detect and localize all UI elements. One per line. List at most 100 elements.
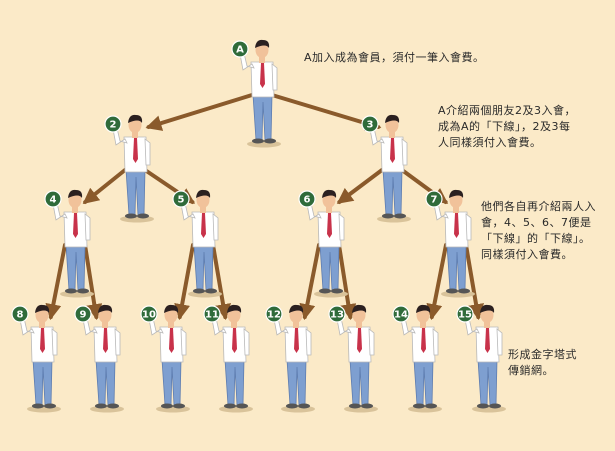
hair: [128, 114, 143, 123]
neck: [356, 322, 362, 328]
shoe: [95, 403, 107, 409]
pants: [413, 359, 434, 406]
arm: [305, 328, 312, 356]
node-badge: [392, 305, 410, 323]
shoe: [298, 403, 310, 409]
arm: [465, 213, 472, 241]
shadow: [156, 405, 190, 413]
arrow-A-to-2: [145, 93, 254, 131]
shoe: [413, 403, 425, 409]
shoe: [361, 403, 373, 409]
neck: [420, 322, 426, 328]
shoe: [44, 403, 56, 409]
hair: [289, 304, 304, 313]
node-label: 3: [367, 120, 374, 131]
person-7: 7: [425, 189, 475, 298]
arm: [180, 328, 187, 356]
shoe: [477, 403, 489, 409]
tie: [390, 138, 395, 163]
shadow: [408, 405, 442, 413]
person-5: 5: [172, 189, 222, 298]
node-badge: [231, 40, 249, 58]
tie: [40, 328, 45, 353]
shoe: [137, 213, 149, 219]
person-8: 8: [11, 304, 61, 413]
shoe: [446, 288, 458, 294]
node-label: 9: [80, 310, 87, 321]
person-9: 9: [74, 304, 124, 413]
arrow-2-to-4: [82, 168, 127, 205]
person-2: 2: [104, 114, 154, 223]
node-label: 8: [17, 310, 24, 321]
shoe: [193, 288, 205, 294]
shoe: [331, 288, 343, 294]
shoe: [425, 403, 437, 409]
tie: [260, 63, 265, 88]
node-label: 6: [304, 195, 311, 206]
arrow-7-to-14: [426, 243, 448, 321]
arrow-5-to-11: [211, 243, 231, 321]
arm: [51, 328, 58, 356]
shoe: [489, 403, 501, 409]
shadow: [219, 405, 253, 413]
pants: [95, 359, 116, 406]
person-4: 4: [44, 189, 94, 298]
node-badge: [298, 190, 316, 208]
caption-level-3: 他們各自再介紹兩人入會，4、5、6、7便是「下線」的「下線」。同樣須付入會費。: [481, 199, 596, 263]
tie: [294, 328, 299, 353]
shoe: [77, 288, 89, 294]
caption-line: 「下線」的「下線」。: [481, 232, 591, 245]
arm: [496, 328, 503, 356]
tie: [327, 213, 332, 238]
arm: [144, 138, 151, 166]
shoe: [394, 213, 406, 219]
shoe: [173, 403, 185, 409]
tie: [73, 213, 78, 238]
pants: [161, 359, 182, 406]
node-badge: [361, 115, 379, 133]
shoe: [125, 213, 137, 219]
arm: [338, 213, 345, 241]
arm: [368, 328, 375, 356]
node-label: 10: [142, 310, 156, 321]
caption-line: 會，4、5、6、7便是: [481, 216, 592, 229]
neck: [102, 322, 108, 328]
neck: [259, 57, 265, 63]
shoe: [65, 288, 77, 294]
caption-line: 人同樣須付入會費。: [438, 136, 542, 149]
hair: [385, 114, 400, 123]
arrow-3-to-6: [336, 168, 384, 204]
node-badge: [104, 115, 122, 133]
node-badge: [172, 190, 190, 208]
node-label: 12: [267, 310, 281, 321]
neck: [168, 322, 174, 328]
arm: [114, 328, 121, 356]
shadow: [281, 405, 315, 413]
node-badge: [140, 305, 158, 323]
hair: [255, 39, 270, 48]
arm: [271, 63, 278, 91]
shoe: [161, 403, 173, 409]
shoe: [319, 288, 331, 294]
node-badge: [11, 305, 29, 323]
node-label: A: [236, 45, 244, 56]
hair: [164, 304, 179, 313]
hair: [35, 304, 50, 313]
node-badge: [328, 305, 346, 323]
shoe: [205, 288, 217, 294]
node-badge: [44, 190, 62, 208]
hair: [227, 304, 242, 313]
person-15: 15: [456, 304, 506, 413]
shadow: [344, 405, 378, 413]
shadow: [247, 140, 281, 148]
pants: [319, 244, 340, 291]
caption-line: 形成金字塔式: [508, 348, 577, 361]
caption-line: 成為A的「下線」，2及3每: [438, 120, 571, 133]
arrows-layer: [45, 93, 484, 321]
caption-level-4: 形成金字塔式傳銷網。: [508, 347, 577, 379]
arm: [84, 213, 91, 241]
person-14: 14: [392, 304, 442, 413]
arm: [401, 138, 408, 166]
caption-level-2: A介紹兩個朋友2及3入會，成為A的「下線」，2及3每人同樣須付入會費。: [438, 103, 576, 151]
